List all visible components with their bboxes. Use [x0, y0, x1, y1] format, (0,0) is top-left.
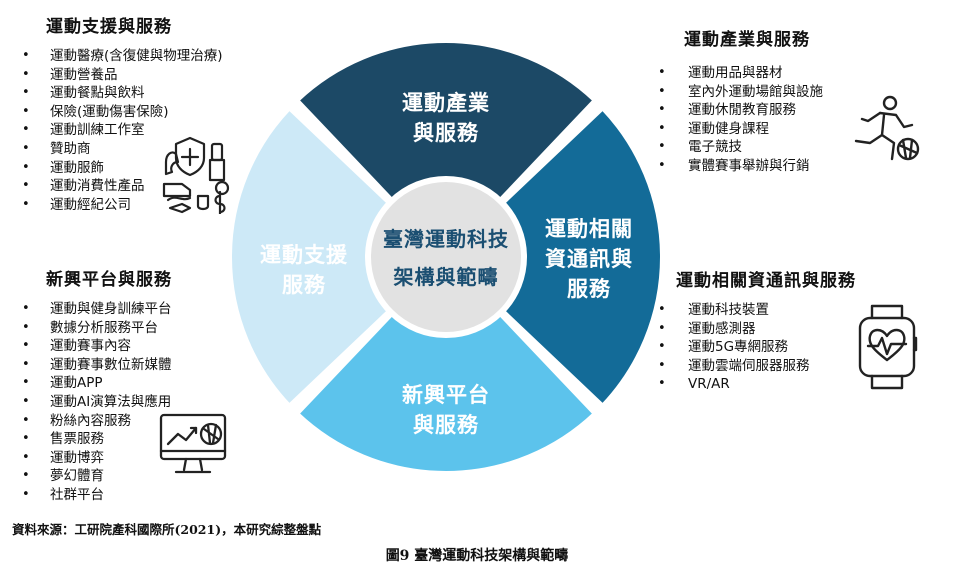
industry-section: 運動產業與服務 運動用品與器材 室內外運動場館與設施 運動休閒教育服務 運動健身…: [658, 25, 823, 176]
segment-label-bottom: 新興平台 與服務: [402, 383, 490, 437]
list-item: 運動醫療(含復健與物理治療): [22, 47, 223, 66]
list-item: 實體賽事舉辦與行銷: [658, 157, 823, 176]
health-products-icon: [162, 136, 230, 214]
list-item: 運動感測器: [658, 320, 856, 339]
platform-section: 新興平台與服務 運動與健身訓練平台 數據分析服務平台 運動賽事內容 運動賽事數位…: [22, 265, 172, 505]
list-item: 電子競技: [658, 138, 823, 157]
list-item: 運動科技裝置: [658, 301, 856, 320]
list-item: 運動營養品: [22, 66, 223, 85]
list-item: VR/AR: [658, 375, 856, 394]
source-footnote: 資料來源：工研院產科國際所(2021)，本研究綜整盤點: [12, 522, 322, 537]
list-item: 贊助商: [22, 140, 223, 159]
list-item: 運動訓練工作室: [22, 121, 223, 140]
segment-label-top: 運動產業 與服務: [402, 91, 490, 145]
list-item: 運動APP: [22, 374, 172, 393]
list-item: 室內外運動場館與設施: [658, 83, 823, 102]
ict-section: 運動相關資通訊與服務 運動科技裝置 運動感測器 運動5G專網服務 運動雲端伺服器…: [658, 266, 856, 394]
segment-label-left: 運動支援 服務: [260, 243, 348, 297]
center-label: 臺灣運動科技 架構與範疇: [383, 227, 509, 289]
list-item: 運動博弈: [22, 449, 172, 468]
list-item: 運動休閒教育服務: [658, 101, 823, 120]
support-list: 運動醫療(含復健與物理治療) 運動營養品 運動餐點與飲料 保險(運動傷害保險) …: [22, 47, 223, 214]
center-circle: [365, 176, 527, 338]
industry-list: 運動用品與器材 室內外運動場館與設施 運動休閒教育服務 運動健身課程 電子競技 …: [658, 64, 823, 176]
athlete-ball-icon: [854, 95, 920, 161]
list-item: 運動經紀公司: [22, 196, 223, 215]
support-title: 運動支援與服務: [46, 17, 172, 37]
list-item: 運動與健身訓練平台: [22, 300, 172, 319]
list-item: 運動賽事內容: [22, 337, 172, 356]
ict-title: 運動相關資通訊與服務: [676, 271, 856, 291]
list-item: 保險(運動傷害保險): [22, 103, 223, 122]
segment-label-right: 運動相關 資通訊與 服務: [545, 217, 633, 301]
list-item: 社群平台: [22, 486, 172, 505]
smartwatch-heart-icon: [858, 304, 918, 390]
platform-list: 運動與健身訓練平台 數據分析服務平台 運動賽事內容 運動賽事數位新媒體 運動AP…: [22, 300, 172, 505]
list-item: 運動服飾: [22, 159, 223, 178]
list-item: 運動健身課程: [658, 120, 823, 139]
list-item: 運動餐點與飲料: [22, 84, 223, 103]
ict-list: 運動科技裝置 運動感測器 運動5G專網服務 運動雲端伺服器服務 VR/AR: [658, 301, 856, 394]
figure-caption: 圖9 臺灣運動科技架構與範疇: [385, 548, 569, 564]
list-item: 運動5G專網服務: [658, 338, 856, 357]
list-item: 運動AI演算法與應用: [22, 393, 172, 412]
list-item: 運動雲端伺服器服務: [658, 357, 856, 376]
platform-title: 新興平台與服務: [46, 270, 172, 290]
list-item: 夢幻體育: [22, 467, 172, 486]
list-item: 運動消費性產品: [22, 177, 223, 196]
industry-title: 運動產業與服務: [684, 30, 810, 50]
list-item: 粉絲內容服務: [22, 412, 172, 431]
list-item: 運動用品與器材: [658, 64, 823, 83]
analytics-monitor-icon: [159, 413, 227, 474]
list-item: 數據分析服務平台: [22, 319, 172, 338]
list-item: 運動賽事數位新媒體: [22, 356, 172, 375]
list-item: 售票服務: [22, 430, 172, 449]
support-section: 運動支援與服務 運動醫療(含復健與物理治療) 運動營養品 運動餐點與飲料 保險(…: [22, 12, 223, 214]
